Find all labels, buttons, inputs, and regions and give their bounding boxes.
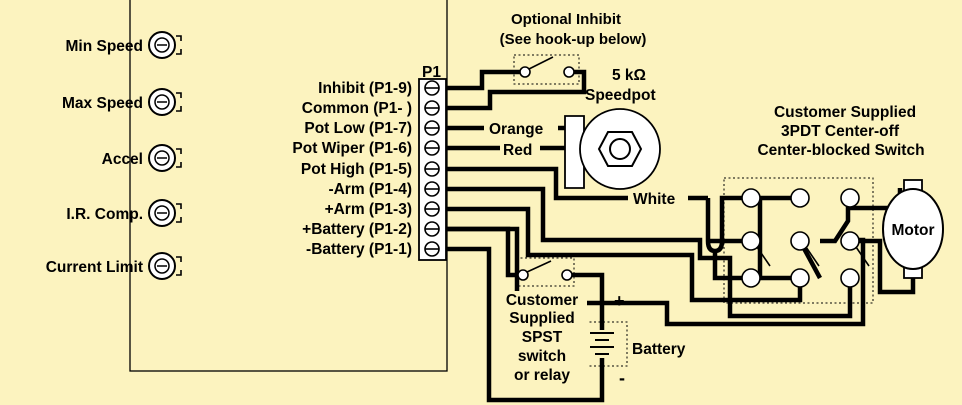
spst-label-2: Supplied — [509, 310, 574, 327]
spst-label-3: SPST — [522, 329, 563, 346]
speedpot-value: 5 kΩ — [612, 67, 646, 84]
switch-contacts[interactable] — [741, 188, 870, 288]
pin-label-minus-battery: -Battery (P1-1) — [306, 241, 412, 258]
wire-plus-battery-c — [446, 226, 511, 235]
wire-label-white: White — [633, 191, 676, 208]
motor-label: Motor — [891, 222, 934, 239]
pin-label-common: Common (P1- ) — [302, 100, 412, 117]
spst-label-1: Customer — [506, 292, 578, 309]
pin-label-inhibit: Inhibit (P1-9) — [318, 80, 412, 97]
motor — [882, 179, 944, 279]
spst-label-5: or relay — [514, 367, 570, 384]
trimpot-label-ir-comp: I.R. Comp. — [66, 206, 143, 223]
speedpot-label: Speedpot — [585, 87, 656, 104]
spst-switch[interactable] — [517, 260, 573, 281]
terminal-screws — [424, 80, 440, 257]
wire-plus-battery-a — [505, 235, 518, 278]
trimpot-ir-comp[interactable] — [148, 199, 182, 227]
white-label-bg — [628, 190, 688, 208]
pin-label-pot-low: Pot Low (P1-7) — [304, 120, 412, 137]
switch-title-2: 3PDT Center-off — [781, 123, 900, 140]
inhibit-switch[interactable] — [519, 56, 575, 78]
battery-box — [584, 321, 628, 367]
trimpot-label-current-limit: Current Limit — [46, 259, 143, 276]
wire-inhibit — [446, 69, 520, 91]
trimpot-min-speed[interactable] — [148, 31, 182, 59]
switch-title-3: Center-blocked Switch — [757, 142, 924, 159]
inhibit-title: Optional Inhibit — [511, 11, 621, 28]
inhibit-subtitle: (See hook-up below) — [500, 31, 647, 48]
trimpot-label-max-speed: Max Speed — [62, 95, 143, 112]
wire-plus-battery-b — [572, 272, 605, 330]
spst-switch-box — [515, 257, 575, 287]
wire-minus-battery — [446, 246, 605, 403]
spst-label-bg — [495, 291, 587, 387]
pin-label-pot-high: Pot High (P1-5) — [301, 161, 412, 178]
trimpot-label-min-speed: Min Speed — [65, 38, 143, 55]
battery-cells — [590, 332, 614, 355]
inhibit-switch-box — [513, 54, 580, 85]
control-board — [129, 0, 448, 372]
orange-label-bg — [484, 120, 558, 138]
switch-title-1: Customer Supplied — [774, 104, 916, 121]
wire-label-orange: Orange — [489, 121, 544, 138]
pin-label-plus-arm: +Arm (P1-3) — [325, 201, 412, 218]
wire-common — [446, 69, 587, 111]
speedpot-shaft — [609, 138, 631, 160]
trimpot-accel[interactable] — [148, 144, 182, 172]
speedpot-lugs — [564, 115, 585, 189]
battery-minus: - — [619, 368, 625, 388]
trimpot-current-limit[interactable] — [148, 252, 182, 280]
red-label-bg — [500, 141, 540, 159]
pin-label-minus-arm: -Arm (P1-4) — [328, 181, 412, 198]
spst-label-4: switch — [518, 348, 566, 365]
pin-label-pot-wiper: Pot Wiper (P1-6) — [292, 140, 412, 157]
trimpot-max-speed[interactable] — [148, 88, 182, 116]
connector-name: P1 — [422, 64, 441, 81]
pin-label-plus-battery: +Battery (P1-2) — [302, 221, 412, 238]
battery-plus: + — [614, 291, 625, 311]
wire-label-red: Red — [503, 142, 532, 159]
battery-label: Battery — [632, 341, 686, 358]
trimpot-label-accel: Accel — [102, 151, 143, 168]
